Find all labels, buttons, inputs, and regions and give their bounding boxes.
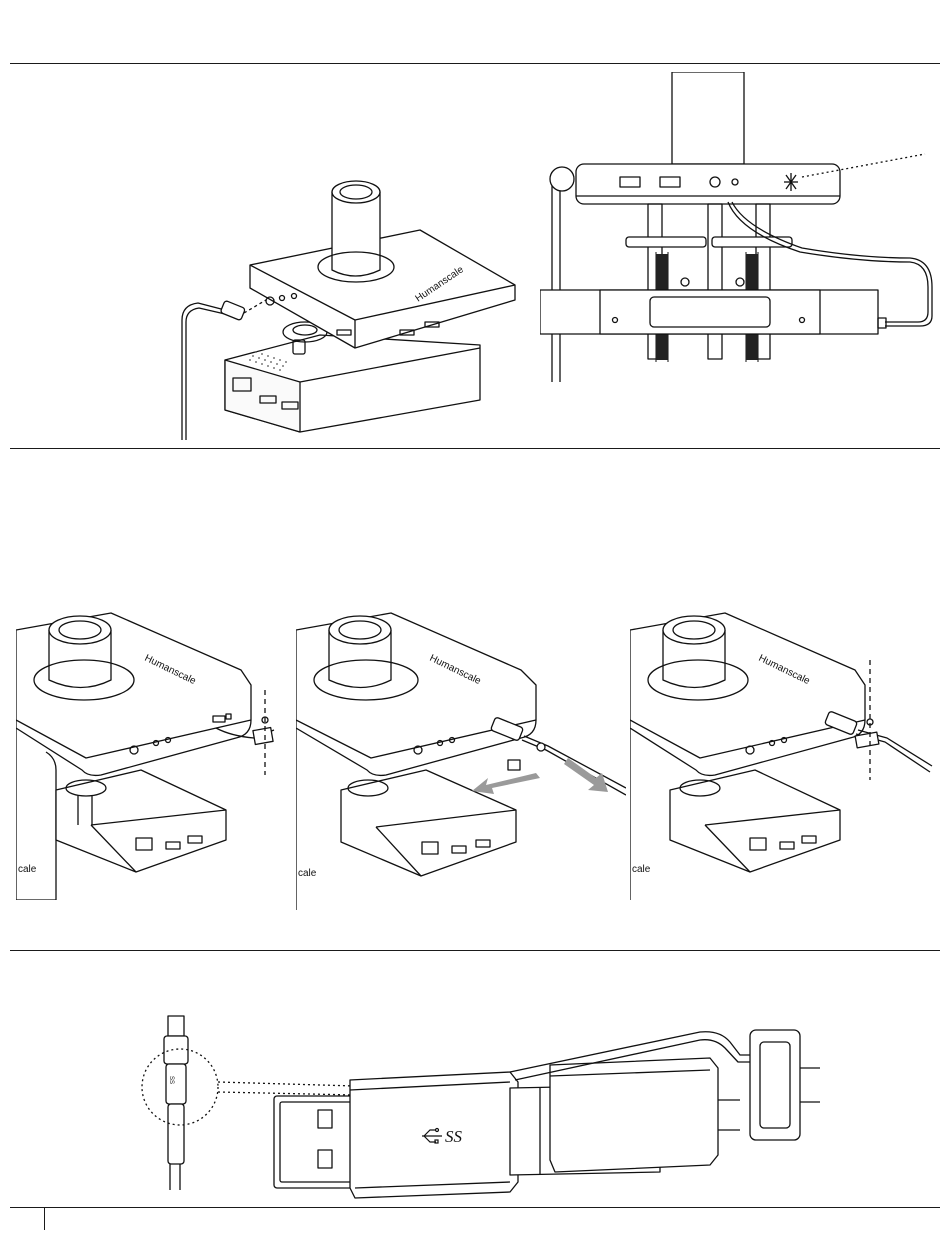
- arrow-icon: [472, 758, 608, 794]
- stand-logo-partial-step2: cale: [298, 868, 317, 879]
- section-divider-footer: [10, 1207, 940, 1208]
- illustration-usb-detail: SS SS: [140, 1010, 820, 1200]
- illustration-step-attach-clip: Humanscale cale: [16, 610, 286, 900]
- section-divider-top: [10, 63, 940, 64]
- section-divider-upper: [10, 448, 940, 449]
- section-divider-lower: [10, 950, 940, 951]
- stand-logo-partial-step3: cale: [632, 864, 651, 875]
- footer-tick: [44, 1208, 45, 1230]
- illustration-front-view: [540, 72, 940, 382]
- stand-logo-partial-step1: cale: [18, 864, 37, 875]
- light-sensor-icon: [784, 173, 798, 191]
- usb-ss-label-small: SS: [168, 1076, 174, 1084]
- illustration-step-secure-screw: Humanscale cale: [630, 610, 940, 900]
- illustration-hub-mounting: Humanscale: [170, 170, 530, 445]
- illustration-step-insert-cable: Humanscale cale: [296, 610, 626, 910]
- usb-ss-label: SS: [445, 1127, 463, 1146]
